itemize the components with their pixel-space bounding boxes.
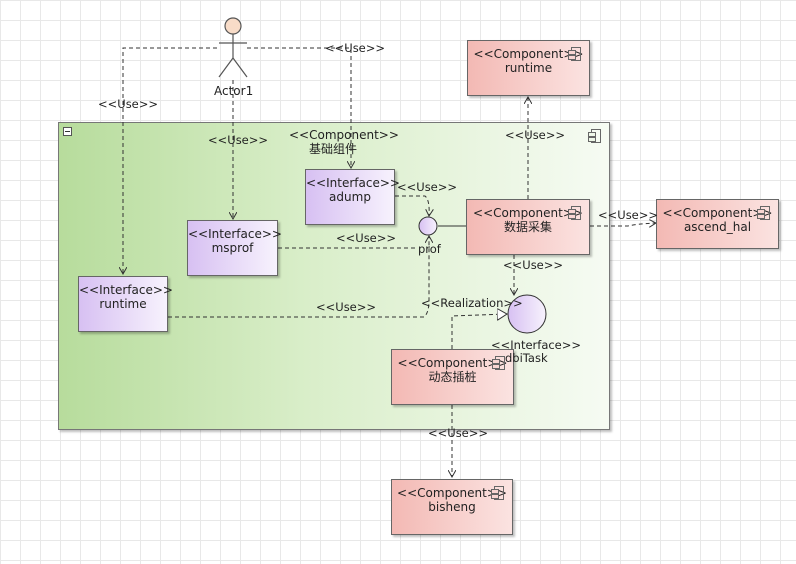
- interface-name: runtime: [99, 297, 147, 311]
- stereotype: <<Component>>: [662, 206, 773, 220]
- component-ascend-hal[interactable]: <<Component>> ascend_hal: [656, 199, 779, 249]
- stereotype: <<Interface>>: [79, 283, 173, 297]
- component-name: ascend_hal: [683, 220, 752, 234]
- realization-link: [451, 314, 507, 349]
- actor-figure: [218, 17, 248, 78]
- component-icon: [492, 356, 505, 370]
- component-data-collect[interactable]: <<Component>> 数据采集: [466, 199, 590, 255]
- collapse-icon[interactable]: [63, 127, 72, 136]
- stereotype: <<Component>>: [397, 486, 507, 500]
- container-name: 基础组件: [309, 142, 358, 156]
- component-icon: [568, 206, 581, 220]
- use-label-collect-dbitask: <<Use>>: [503, 258, 564, 272]
- interface-name: adump: [329, 190, 371, 204]
- stereotype: <<Interface>>: [306, 176, 400, 190]
- use-label-collect-hal: <<Use>>: [598, 208, 659, 222]
- stereotype: <<Component>>: [473, 206, 583, 220]
- interface-msprof[interactable]: <<Interface>> msprof: [187, 220, 282, 276]
- component-name: 动态插桩: [428, 370, 477, 384]
- use-label-stub-bisheng: <<Use>>: [428, 426, 489, 440]
- stereotype: <<Interface>>: [188, 227, 282, 241]
- use-label-collect-runtime: <<Use>>: [505, 128, 566, 142]
- container-stereotype: <<Component>>: [289, 128, 399, 142]
- prof-label: prof: [418, 242, 441, 256]
- use-link-actor-adump: [247, 47, 351, 168]
- actor-name: Actor1: [214, 84, 254, 98]
- dbitask-stereotype: <<Interface>>: [491, 338, 582, 352]
- interface-name: msprof: [211, 241, 254, 255]
- component-name: 数据采集: [503, 220, 552, 234]
- use-label-actor-adump: <<Use>>: [325, 41, 386, 55]
- component-name: runtime: [504, 61, 553, 75]
- use-label-adump-prof: <<Use>>: [397, 180, 458, 194]
- prof-lollipop: [418, 216, 438, 236]
- use-label-msprof-prof: <<Use>>: [336, 231, 397, 245]
- stereotype: <<Component>>: [397, 356, 508, 370]
- stereotype: <<Component>>: [473, 47, 584, 61]
- use-label-actor-runtime: <<Use>>: [98, 97, 159, 111]
- component-icon: [491, 486, 504, 500]
- interface-runtime[interactable]: <<Interface>> runtime: [78, 276, 173, 332]
- component-name: bisheng: [428, 500, 476, 514]
- component-bisheng[interactable]: <<Component>> bisheng: [391, 479, 513, 535]
- component-icon: [757, 206, 770, 220]
- component-icon: [588, 129, 601, 143]
- use-label-actor-msprof: <<Use>>: [208, 133, 269, 147]
- component-dynamic-stub[interactable]: <<Component>> 动态插桩: [391, 349, 514, 405]
- use-label-runtime-prof: <<Use>>: [316, 300, 377, 314]
- use-link-collect-hal: [590, 223, 656, 226]
- dbitask-lollipop: [507, 294, 547, 334]
- use-link-adump-prof: [395, 195, 429, 216]
- component-runtime-top[interactable]: <<Component>> runtime: [467, 40, 590, 96]
- realization-label: <<Realization>>: [421, 296, 523, 310]
- component-icon: [568, 47, 581, 61]
- interface-adump[interactable]: <<Interface>> adump: [305, 169, 400, 225]
- dbitask-name: dbiTask: [505, 351, 548, 365]
- use-link-actor-runtime: [123, 47, 217, 274]
- use-link-runtime-prof: [168, 236, 429, 318]
